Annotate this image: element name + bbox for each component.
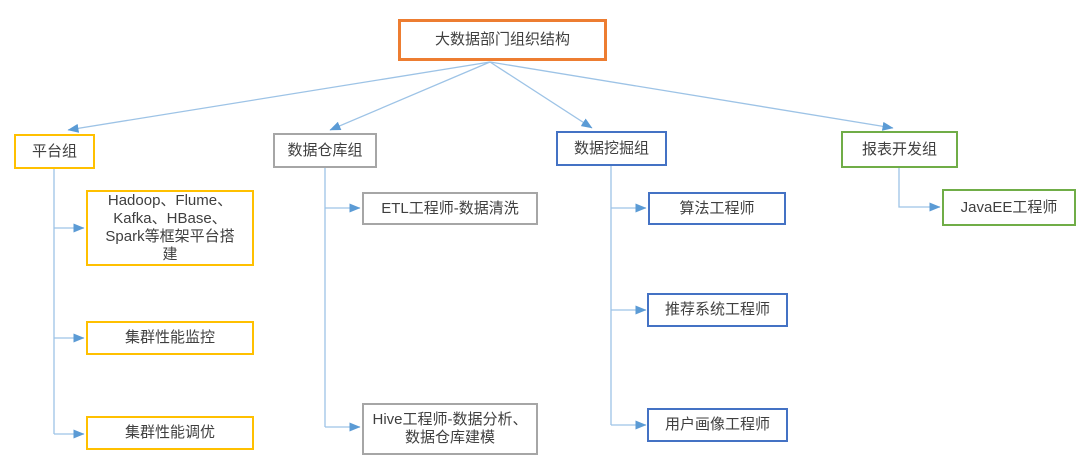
connector-root-report bbox=[489, 61, 894, 131]
child-node-framework-setup: Hadoop、Flume、 Kafka、HBase、 Spark等框架平台搭 建 bbox=[86, 190, 254, 266]
group-node-data-warehouse: 数据仓库组 bbox=[273, 133, 377, 168]
child-node-cluster-monitoring: 集群性能监控 bbox=[86, 321, 254, 355]
child-node-javaee-engineer: JavaEE工程师 bbox=[942, 189, 1076, 226]
connector-root-warehouse bbox=[329, 61, 491, 131]
group-node-data-mining: 数据挖掘组 bbox=[556, 131, 667, 166]
connector-root-platform bbox=[67, 61, 491, 133]
connector-root-mining bbox=[489, 61, 593, 129]
child-node-algorithm-engineer: 算法工程师 bbox=[648, 192, 786, 225]
connector-report-javaee bbox=[898, 168, 941, 212]
root-node: 大数据部门组织结构 bbox=[398, 19, 607, 61]
group-node-report-dev: 报表开发组 bbox=[841, 131, 958, 168]
group-node-platform: 平台组 bbox=[14, 134, 95, 169]
child-node-cluster-tuning: 集群性能调优 bbox=[86, 416, 254, 450]
child-node-user-profile-engineer: 用户画像工程师 bbox=[647, 408, 788, 442]
child-node-etl-engineer: ETL工程师-数据清洗 bbox=[362, 192, 538, 225]
child-node-hive-engineer: Hive工程师-数据分析、 数据仓库建模 bbox=[362, 403, 538, 455]
child-node-recommendation-engineer: 推荐系统工程师 bbox=[647, 293, 788, 327]
